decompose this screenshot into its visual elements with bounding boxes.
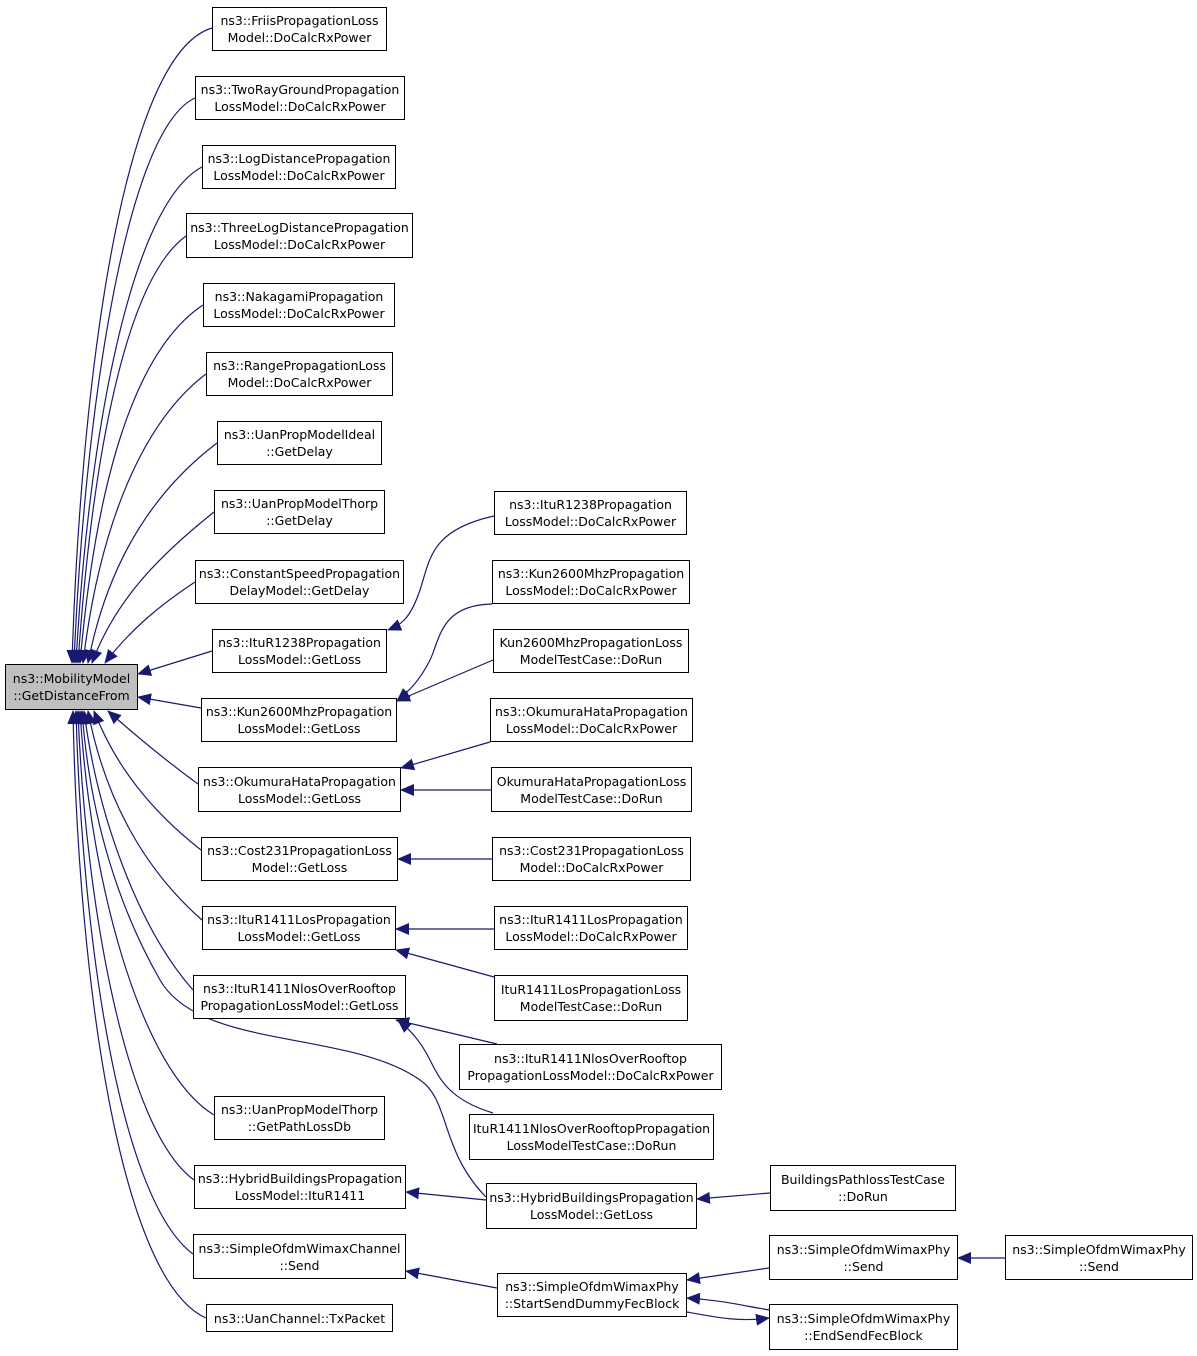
node-mobilitymodel-getdistancefrom: ns3::MobilityModel::GetDistanceFrom: [5, 664, 138, 710]
edge-kun: [137, 693, 202, 709]
edge-itu1238: [137, 650, 213, 676]
edge-uanthorp-pathloss: [74, 710, 215, 1116]
edge-threelog: [72, 235, 187, 664]
node-simpleofdmwimaxchannel-send[interactable]: ns3::SimpleOfdmWimaxChannel::Send: [193, 1234, 406, 1279]
edge-tworay: [68, 97, 196, 664]
edge-itu1411nlos-docalc: [395, 1017, 498, 1045]
edge-kun-docalc: [396, 603, 493, 702]
edge-uanchannel: [67, 710, 207, 1319]
edge-kun-test: [396, 659, 494, 702]
edge-buildings-test: [696, 1191, 771, 1204]
edge-uanideal: [84, 442, 218, 664]
edge-okumura-docalc: [400, 741, 491, 771]
edge-logdist: [70, 166, 203, 664]
edge-constspeed: [104, 581, 196, 664]
edge-endsend-startsend: [686, 1292, 770, 1311]
edge-okumura: [107, 710, 199, 785]
edge-itu1411nlos: [79, 710, 194, 991]
node-simpleofdmwimaxphy-endsendfecblock[interactable]: ns3::SimpleOfdmWimaxPhy::EndSendFecBlock: [769, 1304, 958, 1350]
edge-range: [78, 373, 207, 664]
edge-hybrid-getloss-itu1411: [405, 1187, 487, 1201]
node-uanchannel-txpacket[interactable]: ns3::UanChannel::TxPacket: [206, 1304, 393, 1332]
node-uanideal-getdelay[interactable]: ns3::UanPropModelIdeal::GetDelay: [217, 421, 382, 465]
edge-itu1411los-test: [395, 947, 495, 978]
edge-startsend-endsend: [686, 1311, 770, 1326]
edge-simplechannel: [70, 710, 194, 1255]
edge-nakagami: [75, 304, 204, 664]
edge-friis: [66, 27, 213, 664]
edge-itu1411nlos-test: [397, 1019, 494, 1114]
edge-itu1411los: [84, 710, 203, 921]
node-simpleofdmwimaxphy-startsenddummyfecblock[interactable]: ns3::SimpleOfdmWimaxPhy::StartSendDummyF…: [497, 1273, 687, 1317]
edge-uanthorp-delay: [90, 511, 215, 664]
edge-phy-send-startsend: [686, 1267, 770, 1285]
node-buildingspathloss-testcase-dorun[interactable]: BuildingsPathlossTestCase::DoRun: [770, 1165, 956, 1211]
edge-hybrid-getloss: [76, 710, 487, 1198]
edge-hybrid-itu1411: [72, 710, 195, 1181]
node-uanthorp-getdelay[interactable]: ns3::UanPropModelThorp::GetDelay: [214, 490, 385, 534]
node-uanthorp-getpathlossdb[interactable]: ns3::UanPropModelThorp::GetPathLossDb: [214, 1096, 385, 1140]
node-simpleofdmwimaxphy-send-caller[interactable]: ns3::SimpleOfdmWimaxPhy::Send: [1005, 1235, 1193, 1280]
edge-startsend-channel: [405, 1267, 498, 1289]
edge-cost231: [93, 710, 202, 851]
edge-itu1238-docalc: [387, 515, 495, 631]
node-simpleofdmwimaxphy-send[interactable]: ns3::SimpleOfdmWimaxPhy::Send: [769, 1235, 958, 1280]
